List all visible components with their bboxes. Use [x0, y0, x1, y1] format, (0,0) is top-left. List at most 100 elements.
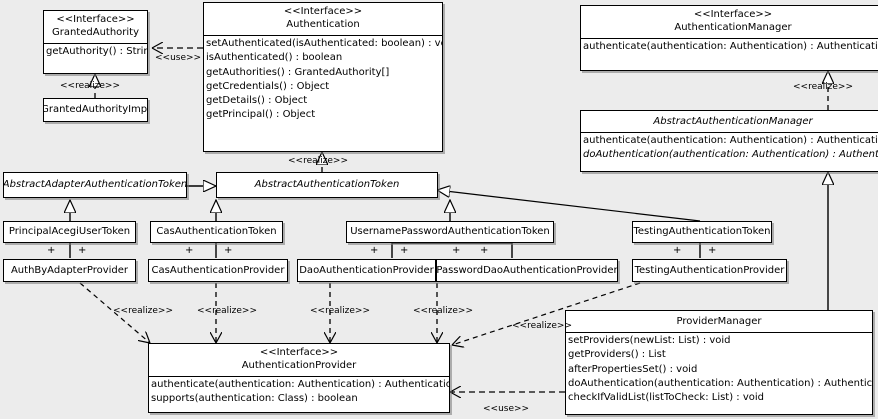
label-use-bottom: <<use>> [483, 404, 530, 414]
label-realize-provider-4: <<realize>> [413, 306, 473, 316]
class-granted-authority[interactable]: <<Interface>> GrantedAuthority getAuthor… [43, 10, 148, 74]
class-name: PrincipalAcegiUserToken [8, 226, 131, 237]
association-marker: + [370, 245, 379, 256]
label-realize-provider-2: <<realize>> [197, 306, 257, 316]
label-realize-authentication-manager: <<realize>> [793, 82, 853, 92]
class-name: GrantedAuthority [51, 27, 140, 38]
class-header: UsernamePasswordAuthenticationToken [347, 222, 553, 242]
operations-compartment: setAuthenticated(isAuthenticated: boolea… [204, 35, 442, 124]
class-header: CasAuthenticationProvider [149, 260, 287, 281]
operation: getAuthority() : String [46, 46, 148, 57]
class-username-password-authentication-token[interactable]: UsernamePasswordAuthenticationToken [346, 221, 554, 243]
operation: getDetails() : Object [206, 95, 308, 107]
class-header: TestingAuthenticationToken [633, 222, 771, 242]
association-marker: + [400, 245, 409, 256]
class-header: PrincipalAcegiUserToken [4, 222, 135, 242]
operation: doAuthentication(authentication: Authent… [568, 377, 873, 389]
label-realize-granted-authority: <<realize>> [60, 81, 120, 91]
class-testing-authentication-provider[interactable]: TestingAuthenticationProvider [632, 259, 787, 282]
association-marker: + [452, 245, 461, 256]
operation: setProviders(newList: List) : void [568, 335, 731, 346]
operation: doAuthentication(authentication: Authent… [583, 149, 878, 161]
label-realize-provider-1: <<realize>> [113, 306, 173, 316]
class-header: ProviderManager [566, 311, 872, 332]
class-name: AbstractAuthenticationManager [653, 116, 813, 127]
class-password-dao-authentication-provider[interactable]: PasswordDaoAuthenticationProvider [436, 259, 618, 282]
class-granted-authority-impl[interactable]: GrantedAuthorityImpl [43, 98, 148, 122]
operations-compartment: setProviders(newList: List) : void getPr… [566, 332, 872, 406]
label-realize-provider-3: <<realize>> [310, 306, 370, 316]
class-name: AuthByAdapterProvider [10, 264, 129, 276]
association-marker: + [708, 245, 717, 256]
association-marker: + [185, 245, 194, 256]
class-header: AuthByAdapterProvider [4, 260, 135, 281]
class-name: GrantedAuthorityImpl [43, 104, 148, 115]
class-header: CasAuthenticationToken [151, 222, 282, 242]
stereotype: <<Interface>> [693, 9, 773, 20]
class-header: GrantedAuthorityImpl [44, 99, 147, 121]
operations-compartment: authenticate(authentication: Authenticat… [149, 376, 449, 408]
operation: authenticate(authentication: Authenticat… [583, 41, 878, 52]
association-marker: + [224, 245, 233, 256]
operation: isAuthenticated() : boolean [206, 52, 343, 64]
association-marker: + [673, 245, 682, 256]
class-name: ProviderManager [676, 316, 762, 327]
class-abstract-adapter-authentication-token[interactable]: AbstractAdapterAuthenticationToken [3, 172, 187, 198]
class-authentication-provider[interactable]: <<Interface>> AuthenticationProvider aut… [148, 343, 450, 413]
operations-compartment: getAuthority() : String [44, 43, 147, 60]
class-dao-authentication-provider[interactable]: DaoAuthenticationProvider [297, 259, 436, 282]
stereotype: <<Interface>> [283, 6, 363, 17]
operations-compartment: authenticate(authentication: Authenticat… [581, 38, 878, 55]
class-name: CasAuthenticationToken [156, 226, 277, 237]
class-cas-authentication-provider[interactable]: CasAuthenticationProvider [148, 259, 288, 282]
class-name: AuthenticationProvider [241, 360, 357, 371]
operation: getProviders() : List [568, 349, 666, 361]
class-header: <<Interface>> Authentication [204, 3, 442, 35]
class-name: AbstractAdapterAuthenticationToken [3, 179, 187, 190]
stereotype: <<Interface>> [259, 347, 339, 358]
class-testing-authentication-token[interactable]: TestingAuthenticationToken [632, 221, 772, 243]
association-marker: + [47, 245, 56, 256]
class-header: TestingAuthenticationProvider [633, 260, 786, 281]
operation: checkIfValidList(listToCheck: List) : vo… [568, 392, 765, 404]
class-auth-by-adapter-provider[interactable]: AuthByAdapterProvider [3, 259, 136, 282]
label-realize-provider-5: <<realize>> [512, 321, 572, 331]
association-marker: + [480, 245, 489, 256]
class-header: AbstractAuthenticationManager [581, 111, 878, 132]
class-name: DaoAuthenticationProvider [299, 264, 434, 276]
operation: getCredentials() : Object [206, 80, 330, 92]
class-authentication[interactable]: <<Interface>> Authentication setAuthenti… [203, 2, 443, 152]
class-header: <<Interface>> AuthenticationManager [581, 6, 878, 38]
class-cas-authentication-token[interactable]: CasAuthenticationToken [150, 221, 283, 243]
operation: afterPropertiesSet() : void [568, 363, 698, 375]
operation: getAuthorities() : GrantedAuthority[] [206, 66, 390, 78]
class-name: Authentication [286, 19, 360, 30]
operation: supports(authentication: Class) : boolea… [151, 393, 358, 405]
label-use-top: <<use>> [155, 53, 202, 63]
class-abstract-authentication-manager[interactable]: AbstractAuthenticationManager authentica… [580, 110, 878, 172]
class-header: DaoAuthenticationProvider [298, 260, 435, 281]
class-name: TestingAuthenticationToken [633, 226, 771, 237]
class-principal-acegi-user-token[interactable]: PrincipalAcegiUserToken [3, 221, 136, 243]
operation: getPrincipal() : Object [206, 109, 316, 121]
label-realize-authentication: <<realize>> [288, 156, 348, 166]
class-header: <<Interface>> GrantedAuthority [44, 11, 147, 43]
class-header: AbstractAuthenticationToken [217, 173, 437, 197]
association-marker: + [78, 245, 87, 256]
class-abstract-authentication-token[interactable]: AbstractAuthenticationToken [216, 172, 438, 198]
class-name: UsernamePasswordAuthenticationToken [350, 226, 550, 237]
class-authentication-manager[interactable]: <<Interface>> AuthenticationManager auth… [580, 5, 878, 71]
class-header: PasswordDaoAuthenticationProvider [437, 260, 617, 281]
operation: authenticate(authentication: Authenticat… [151, 379, 450, 390]
class-name: AbstractAuthenticationToken [254, 179, 400, 190]
operation: setAuthenticated(isAuthenticated: boolea… [206, 38, 443, 49]
class-name: PasswordDaoAuthenticationProvider [436, 264, 618, 276]
class-provider-manager[interactable]: ProviderManager setProviders(newList: Li… [565, 310, 873, 415]
class-header: AbstractAdapterAuthenticationToken [4, 173, 186, 197]
class-name: AuthenticationManager [674, 22, 792, 33]
class-name: CasAuthenticationProvider [151, 264, 285, 276]
operation: authenticate(authentication: Authenticat… [583, 135, 878, 146]
stereotype: <<Interface>> [56, 14, 135, 25]
class-name: TestingAuthenticationProvider [634, 264, 785, 276]
